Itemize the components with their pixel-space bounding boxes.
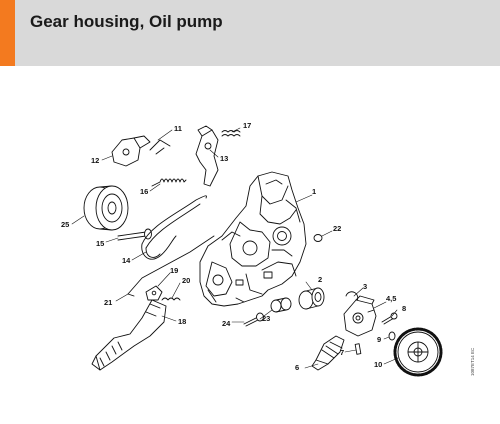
part-spring-17: [221, 130, 241, 137]
callout-9: 9: [377, 335, 382, 344]
callout-12: 12: [91, 156, 100, 165]
part-bracket-19: [145, 285, 163, 301]
callout-19: 19: [170, 266, 179, 275]
callout-10: 10: [374, 360, 383, 369]
callout-21: 21: [104, 298, 113, 307]
part-screw-24: [243, 312, 264, 327]
callout-8: 8: [402, 304, 407, 313]
part-lever-13: [195, 125, 219, 187]
part-drum: [83, 185, 129, 231]
callout-1: 1: [312, 187, 317, 196]
part-bushing: [270, 297, 292, 313]
callout-3: 3: [363, 282, 368, 291]
part-trigger: [91, 299, 167, 371]
callout-11: 11: [174, 124, 182, 133]
part-spring-20: [161, 297, 181, 301]
leader-lines: [71, 127, 399, 369]
accent-tab: [0, 0, 15, 66]
callout-13: 13: [220, 154, 229, 163]
part-washer-9: [388, 331, 396, 341]
part-spring-11: [149, 139, 171, 155]
callout-24: 24: [222, 319, 231, 328]
callout-22: 22: [333, 224, 342, 233]
callout-6: 6: [295, 363, 300, 372]
part-rod: [127, 235, 215, 297]
part-pump-piston: [311, 335, 345, 371]
callout-15: 15: [96, 239, 105, 248]
part-gear-wheel: [393, 327, 443, 377]
callout-4-5: 4,5: [386, 294, 397, 303]
document-code: 1087ET14 EC: [470, 347, 475, 376]
part-sleeve: [298, 287, 325, 310]
callout-25: 25: [61, 220, 70, 229]
callout-17: 17: [243, 121, 252, 130]
callout-16: 16: [140, 187, 149, 196]
page-title: Gear housing, Oil pump: [30, 12, 223, 31]
part-o-ring: [313, 234, 323, 242]
callout-18: 18: [178, 317, 187, 326]
callout-23: 23: [262, 314, 271, 323]
part-bolt-15: [117, 228, 152, 241]
part-oil-pump: [343, 295, 377, 337]
part-gear-housing: [199, 171, 307, 307]
part-brake-band: [141, 195, 207, 260]
part-tension-spring: [151, 178, 187, 187]
exploded-parts-diagram: [71, 125, 443, 377]
header-band: [0, 0, 500, 66]
part-pin: [354, 343, 362, 355]
part-screw-8: [381, 312, 398, 325]
callout-20: 20: [182, 276, 191, 285]
part-lever-12: [111, 135, 151, 167]
callout-2: 2: [318, 275, 323, 284]
callout-14: 14: [122, 256, 131, 265]
callout-7: 7: [340, 348, 345, 357]
